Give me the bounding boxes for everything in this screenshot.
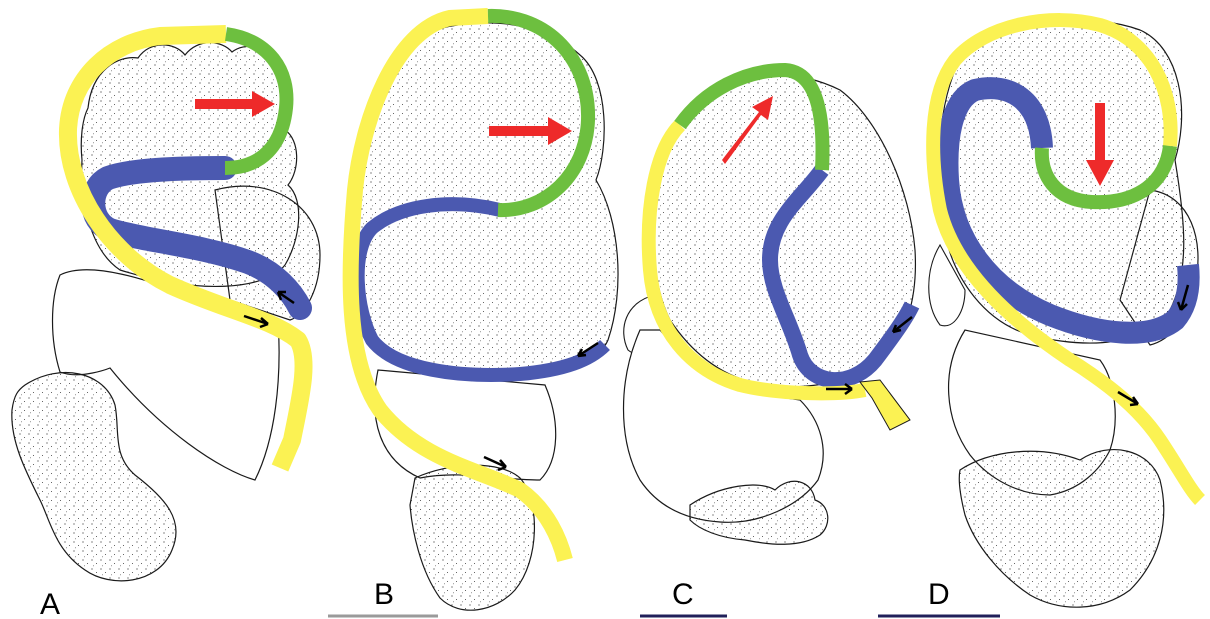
panel-d: D bbox=[878, 20, 1200, 616]
panel-c: C bbox=[624, 70, 916, 616]
panel-d-bottom-lobe bbox=[959, 450, 1164, 608]
panel-a: A bbox=[12, 34, 320, 619]
panel-label-b: B bbox=[374, 578, 394, 611]
panel-label-d: D bbox=[928, 578, 950, 611]
panel-label-c: C bbox=[672, 578, 694, 611]
panel-b: B bbox=[328, 16, 618, 616]
panel-c-yellow-tip bbox=[860, 380, 910, 430]
panel-label-a: A bbox=[40, 588, 60, 619]
